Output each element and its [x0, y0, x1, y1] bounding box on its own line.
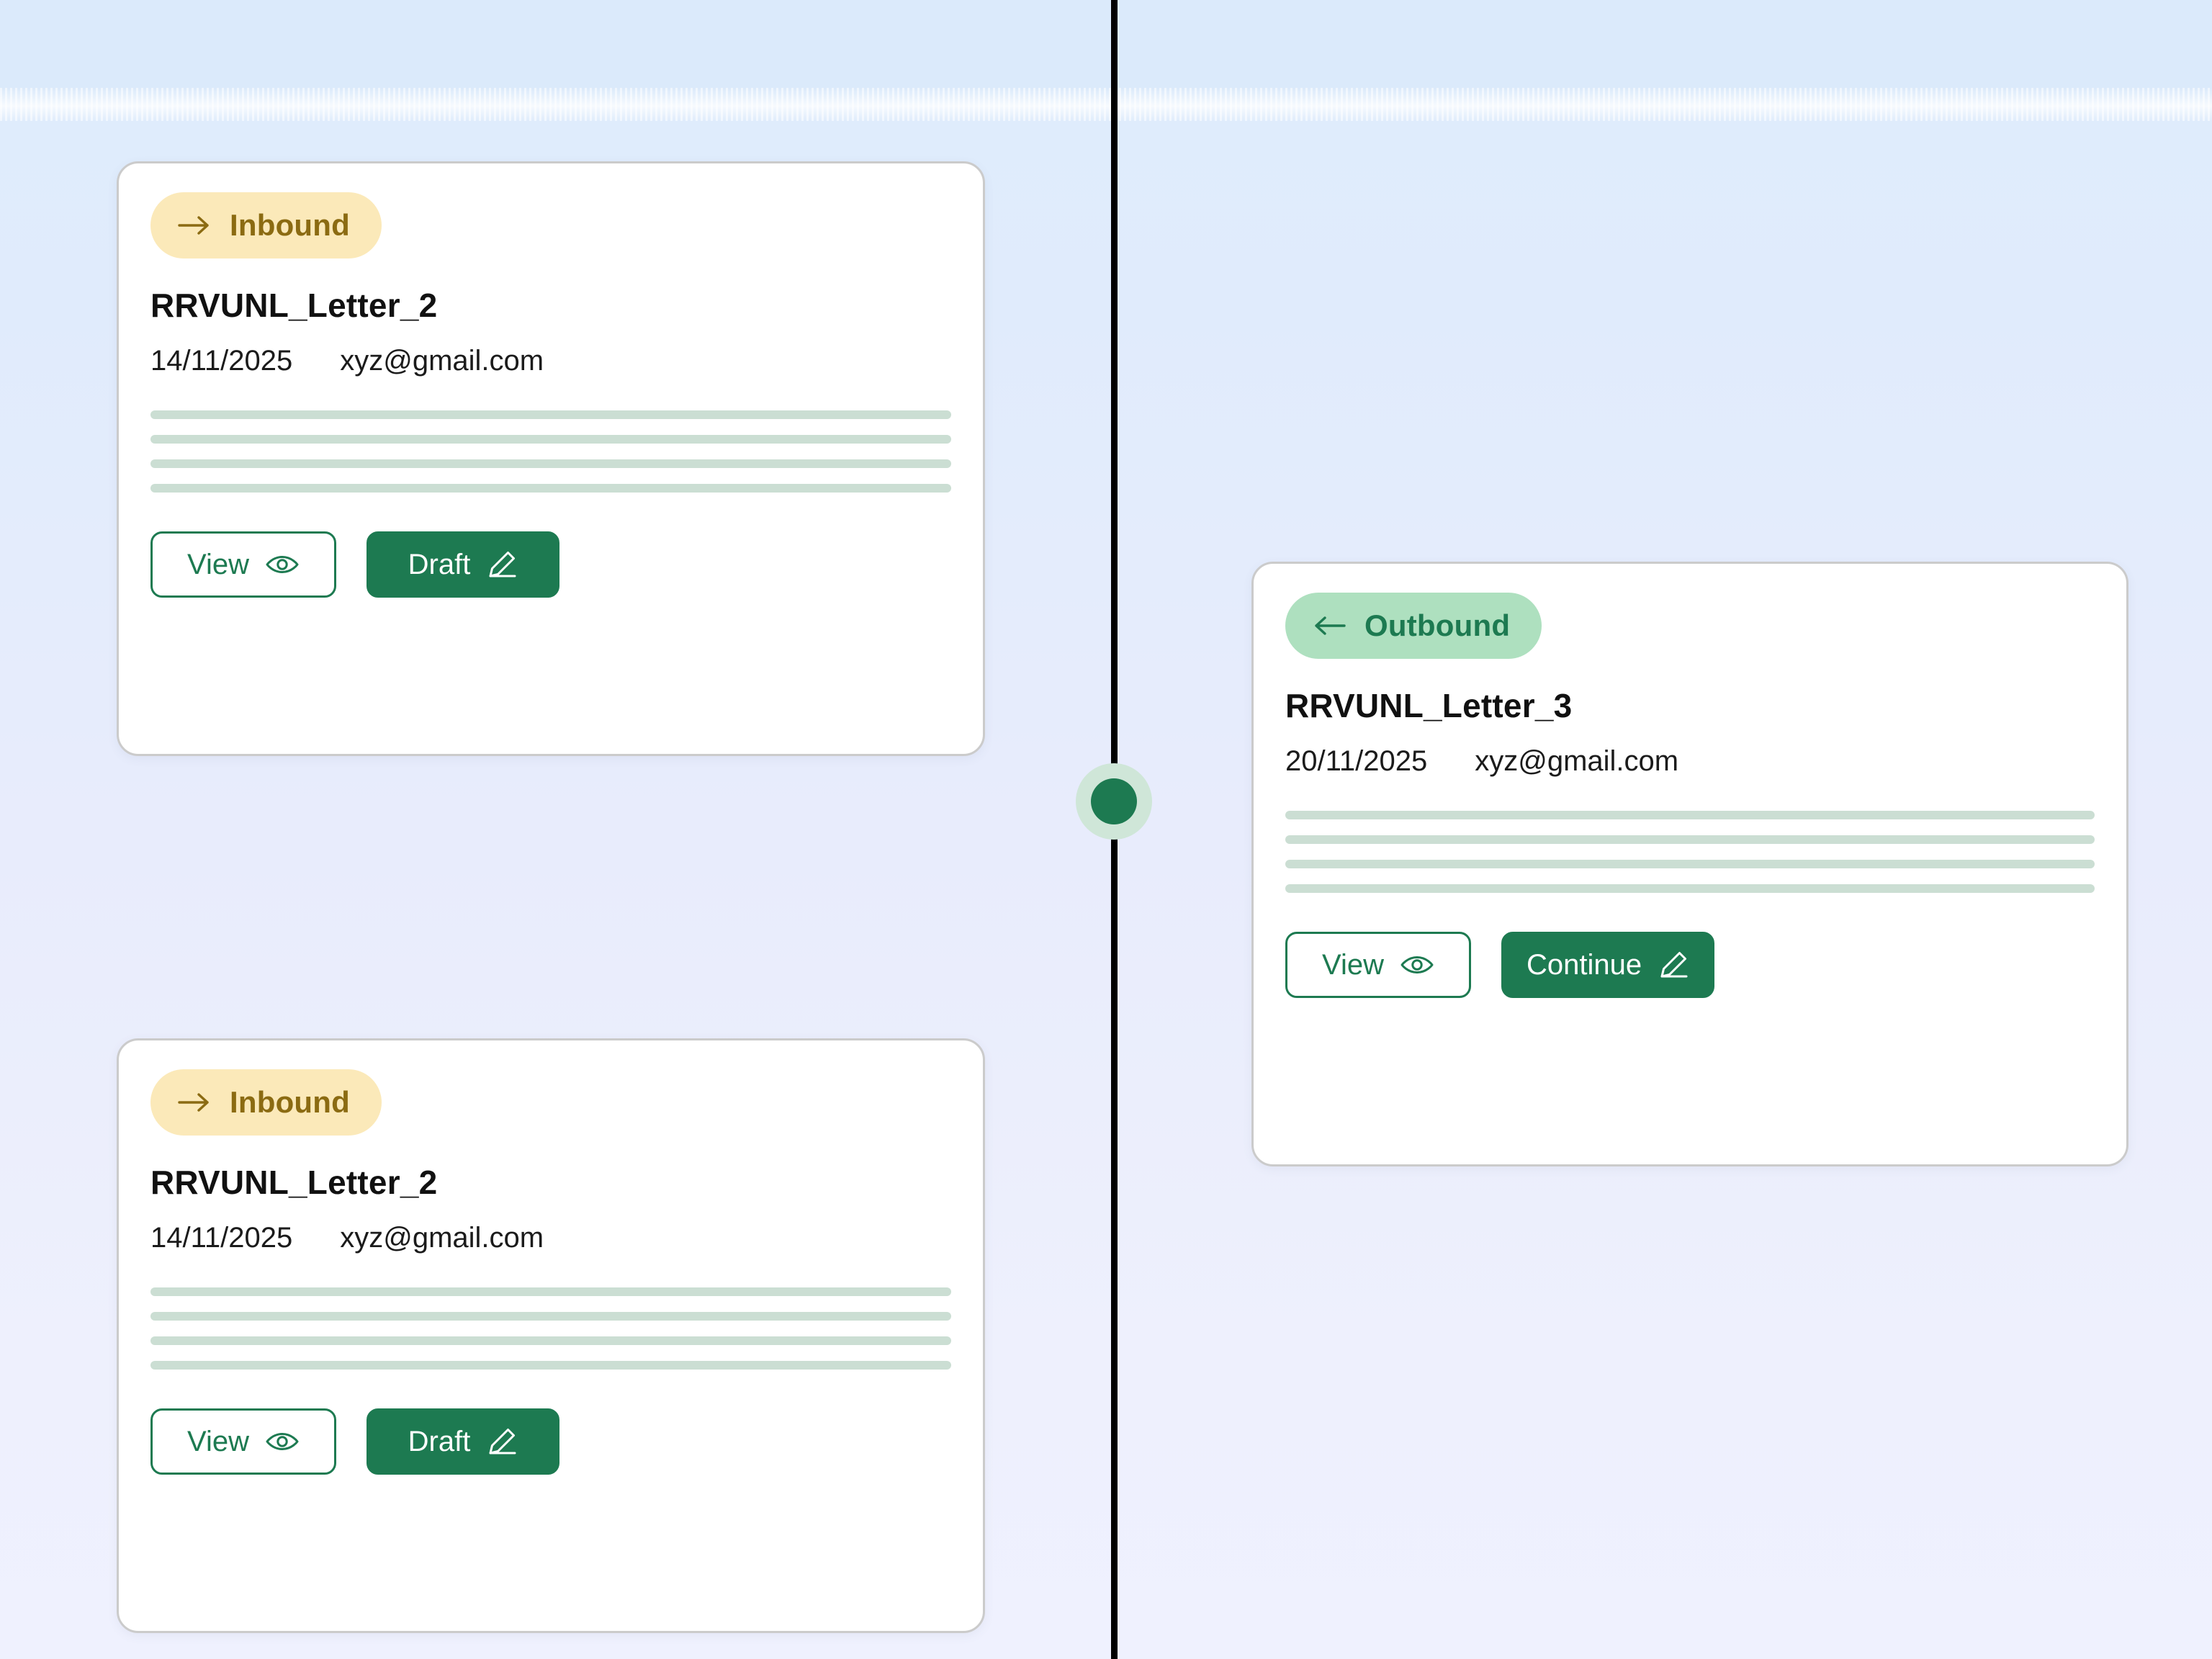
draft-button[interactable]: Draft: [367, 1408, 559, 1475]
letter-meta-row: 14/11/2025 xyz@gmail.com: [150, 1222, 951, 1254]
view-button-label: View: [187, 548, 249, 580]
letter-meta-row: 20/11/2025 xyz@gmail.com: [1285, 745, 2095, 778]
pencil-icon: [486, 1426, 518, 1457]
letter-title: RRVUNL_Letter_2: [150, 287, 438, 324]
draft-button-label: Draft: [408, 1425, 471, 1457]
skeleton-line: [1285, 835, 2095, 844]
letter-card-inbound-2[interactable]: Inbound RRVUNL_Letter_2 14/11/2025 xyz@g…: [117, 1038, 985, 1633]
view-button[interactable]: View: [150, 1408, 336, 1475]
pencil-icon: [486, 549, 518, 580]
skeleton-line: [150, 459, 951, 468]
skeleton-line: [150, 1336, 951, 1345]
direction-badge-outbound: Outbound: [1285, 593, 1542, 659]
skeleton-line: [1285, 860, 2095, 868]
view-button-label: View: [1322, 948, 1384, 981]
arrow-right-icon: [178, 1092, 211, 1113]
skeleton-line: [150, 435, 951, 444]
continue-button[interactable]: Continue: [1501, 932, 1715, 998]
letter-email: xyz@gmail.com: [340, 1222, 544, 1254]
letter-date: 20/11/2025: [1285, 745, 1428, 777]
skeleton-line: [1285, 811, 2095, 819]
skeleton-line: [150, 410, 951, 419]
capture-stitch-band: [0, 88, 2212, 121]
view-button-label: View: [187, 1425, 249, 1457]
eye-icon: [1400, 953, 1434, 976]
skeleton-line: [150, 1312, 951, 1321]
skeleton-line: [150, 484, 951, 493]
letter-card-outbound-1[interactable]: Outbound RRVUNL_Letter_3 20/11/2025 xyz@…: [1251, 562, 2128, 1166]
skeleton-line: [150, 1361, 951, 1370]
pencil-icon: [1658, 949, 1689, 981]
timeline-node-marker: [1076, 763, 1152, 840]
letter-email: xyz@gmail.com: [1475, 745, 1679, 777]
direction-badge-label: Inbound: [230, 208, 351, 242]
eye-icon: [265, 553, 300, 576]
arrow-right-icon: [178, 215, 211, 236]
view-button[interactable]: View: [1285, 932, 1471, 998]
skeleton-line: [1285, 884, 2095, 893]
letter-preview-skeleton: [1285, 811, 2095, 893]
letter-title: RRVUNL_Letter_3: [1285, 687, 1573, 724]
letter-email: xyz@gmail.com: [340, 345, 544, 377]
letter-preview-skeleton: [150, 1287, 951, 1370]
letter-date: 14/11/2025: [150, 1222, 293, 1254]
eye-icon: [265, 1430, 300, 1453]
timeline-node-core: [1091, 778, 1137, 824]
letter-preview-skeleton: [150, 410, 951, 493]
draft-button[interactable]: Draft: [367, 531, 559, 598]
skeleton-line: [150, 1287, 951, 1296]
view-button[interactable]: View: [150, 531, 336, 598]
letter-meta-row: 14/11/2025 xyz@gmail.com: [150, 345, 951, 377]
direction-badge-label: Inbound: [230, 1085, 351, 1119]
direction-badge-label: Outbound: [1364, 608, 1511, 642]
letter-card-actions: View Continue: [1285, 932, 2095, 998]
direction-badge-inbound: Inbound: [150, 1069, 382, 1136]
letter-title: RRVUNL_Letter_2: [150, 1164, 438, 1201]
letter-card-inbound-1[interactable]: Inbound RRVUNL_Letter_2 14/11/2025 xyz@g…: [117, 161, 985, 756]
direction-badge-inbound: Inbound: [150, 192, 382, 258]
arrow-left-icon: [1313, 615, 1346, 637]
draft-button-label: Draft: [408, 548, 471, 580]
letter-card-actions: View Draft: [150, 531, 951, 598]
letter-date: 14/11/2025: [150, 345, 293, 377]
letter-card-actions: View Draft: [150, 1408, 951, 1475]
continue-button-label: Continue: [1527, 948, 1642, 981]
